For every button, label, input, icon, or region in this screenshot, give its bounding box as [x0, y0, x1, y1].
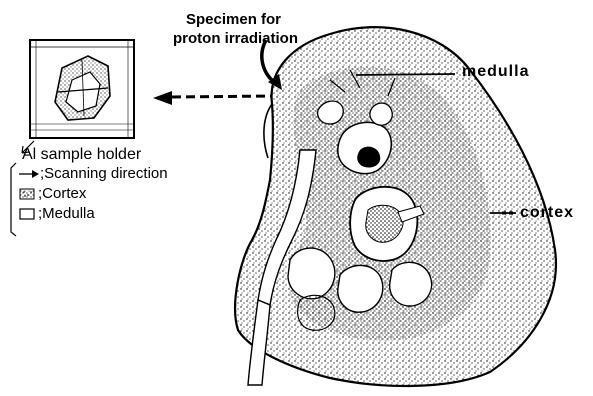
- sample-holder: [30, 40, 134, 138]
- dotted-box-icon: [18, 188, 38, 200]
- medulla-leader: [356, 74, 455, 75]
- cortex-label: cortex: [520, 205, 574, 221]
- legend-bracket: [11, 163, 16, 236]
- medulla-label: medulla: [462, 64, 529, 80]
- holder-label: Al sample holder: [22, 147, 141, 163]
- legend-item-medulla: ;Medulla: [18, 206, 95, 221]
- legend-item-cortex: ;Cortex: [18, 186, 86, 201]
- empty-box-icon: [18, 208, 38, 220]
- specimen-label-line1: Specimen for: [186, 12, 281, 27]
- legend-medulla-text: ;Medulla: [38, 205, 95, 222]
- legend-cortex-text: ;Cortex: [38, 185, 86, 202]
- kidney-section: [235, 27, 556, 386]
- legend-item-scanning: ;Scanning direction: [18, 166, 168, 181]
- arrow-right-icon: [18, 168, 40, 180]
- legend-scanning-text: ;Scanning direction: [40, 165, 168, 182]
- specimen-label-line2: proton irradiation: [173, 31, 298, 46]
- dashed-arrow: [153, 91, 272, 105]
